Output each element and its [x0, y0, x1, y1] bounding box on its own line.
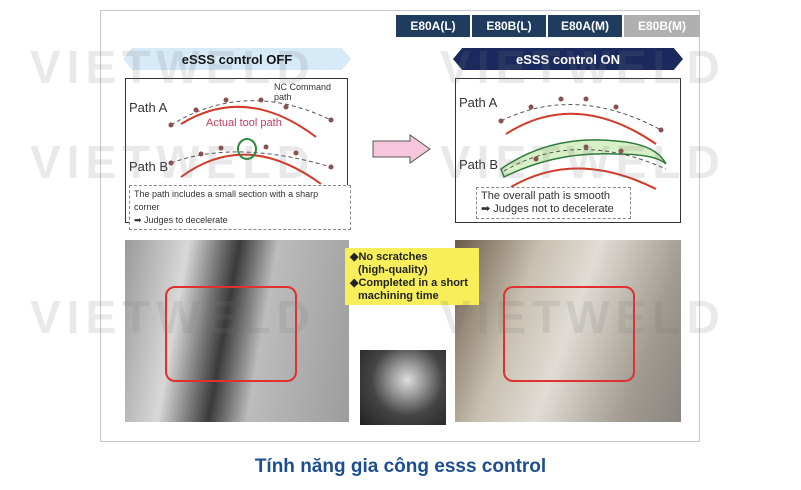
tab-e80b-m[interactable]: E80B(M): [624, 15, 700, 37]
path-b-label: Path B: [129, 159, 169, 174]
esss-on-banner: eSSS control ON: [453, 48, 683, 70]
tab-e80b-l[interactable]: E80B(L): [472, 15, 546, 37]
surface-photo-on: [455, 240, 681, 422]
callout-line1: ◆No scratches: [350, 251, 428, 263]
off-path-panel: Path A Path B NC Command path Actual too…: [125, 78, 351, 230]
on-path-panel: Path A Path B The overall path is smooth…: [455, 78, 681, 223]
off-note: The path includes a small section with a…: [129, 185, 351, 230]
callout-line3: ◆Completed in a short: [350, 277, 468, 289]
sharp-corner-highlight: [237, 138, 257, 160]
tab-e80a-l[interactable]: E80A(L): [396, 15, 470, 37]
on-note: The overall path is smooth ➡ Judges not …: [476, 187, 631, 219]
esss-off-banner: eSSS control OFF: [123, 48, 351, 70]
actual-tool-path-label: Actual tool path: [206, 117, 282, 129]
surface-photo-off: [125, 240, 349, 422]
path-a-label: Path A: [459, 95, 498, 110]
on-path-diagram: [498, 96, 667, 190]
defect-highlight-box: [165, 286, 297, 382]
arrow-icon: [372, 134, 431, 164]
callout-line4: machining time: [358, 290, 439, 302]
page-caption: Tính năng gia công esss control: [254, 456, 547, 477]
smooth-highlight-box: [503, 286, 635, 382]
off-path-diagram: [168, 97, 334, 185]
off-note-line1: The path includes a small section with a…: [134, 189, 319, 212]
off-note-line2: ➡ Judges to decelerate: [134, 215, 228, 225]
callout-line2: (high-quality): [358, 264, 428, 276]
smooth-path-highlight: [500, 139, 667, 179]
on-note-line2: ➡ Judges not to decelerate: [481, 203, 614, 215]
on-note-line1: The overall path is smooth: [481, 190, 611, 202]
nc-command-label: NC Command path: [274, 82, 332, 102]
cutting-tool-photo: [360, 350, 446, 425]
path-b-label: Path B: [459, 157, 499, 172]
path-a-label: Path A: [129, 100, 168, 115]
tab-e80a-m[interactable]: E80A(M): [548, 15, 622, 37]
result-callout: ◆No scratches (high-quality) ◆Completed …: [345, 248, 479, 305]
